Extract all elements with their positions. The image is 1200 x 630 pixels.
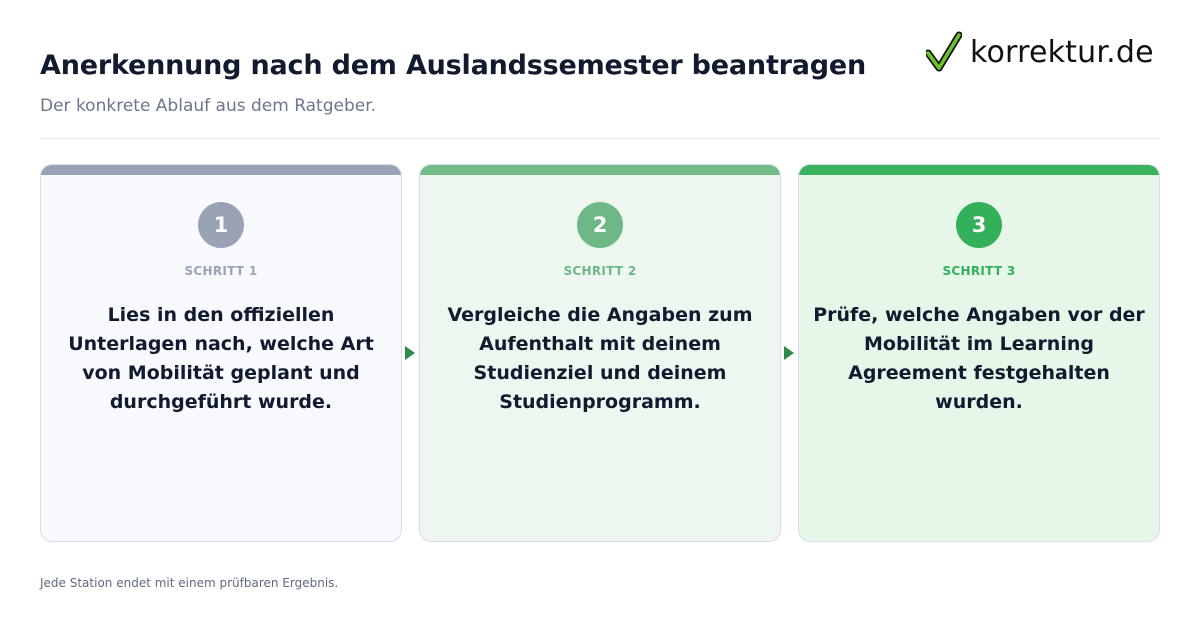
arrow-right-icon [405, 346, 415, 360]
brand-logo[interactable]: korrektur.de [926, 30, 1154, 74]
step-label: SCHRITT 2 [563, 264, 637, 278]
header-divider [40, 138, 1160, 139]
step-number-badge: 3 [956, 202, 1002, 248]
step-description: Lies in den offiziellen Unterlagen nach,… [68, 304, 374, 413]
page-subtitle: Der konkrete Ablauf aus dem Ratgeber. [40, 96, 377, 116]
step-card-bar [420, 165, 780, 175]
step-description: Prüfe, welche Angaben vor der Mobilität … [813, 304, 1145, 413]
checkmark-icon [926, 31, 962, 72]
step-description: Vergleiche die Angaben zum Aufenthalt mi… [447, 304, 753, 413]
arrow-right-icon [784, 346, 794, 360]
step-card-3: 3 SCHRITT 3 Prüfe, welche Angaben vor de… [798, 164, 1160, 542]
step-card-2: 2 SCHRITT 2 Vergleiche die Angaben zum A… [419, 164, 781, 542]
logo-text: korrektur.de [970, 34, 1154, 70]
page-title: Anerkennung nach dem Auslandssemester be… [40, 50, 867, 81]
step-number-badge: 1 [198, 202, 244, 248]
step-card-bar [41, 165, 401, 175]
step-label: SCHRITT 1 [184, 264, 258, 278]
footer-note: Jede Station endet mit einem prüfbaren E… [40, 576, 339, 590]
step-label: SCHRITT 3 [942, 264, 1016, 278]
step-number-badge: 2 [577, 202, 623, 248]
step-card-bar [799, 165, 1159, 175]
step-card-1: 1 SCHRITT 1 Lies in den offiziellen Unte… [40, 164, 402, 542]
